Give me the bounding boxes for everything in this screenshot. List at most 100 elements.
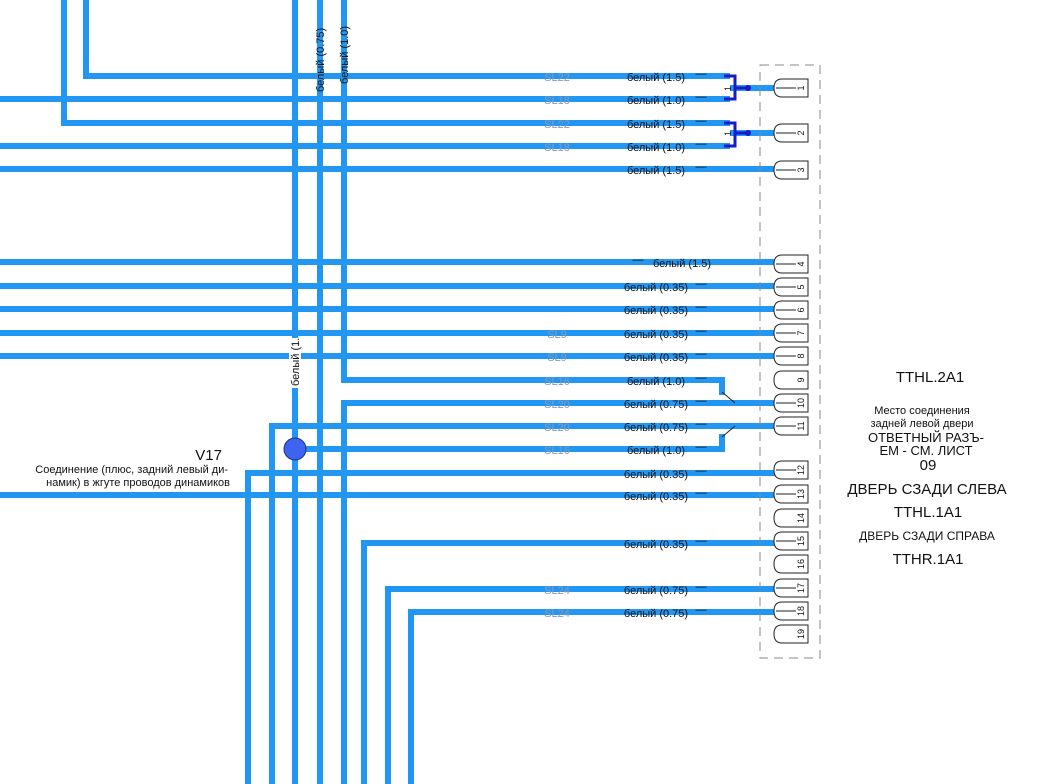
pin-number: 15 bbox=[796, 536, 806, 546]
pin-number: 18 bbox=[796, 606, 806, 616]
wire-label: белый (1.0) bbox=[627, 376, 685, 388]
pin-number: 12 bbox=[796, 465, 806, 475]
pin-number: 9 bbox=[796, 377, 806, 382]
pin-number: 14 bbox=[796, 513, 806, 523]
wire-sl-code: SL18 bbox=[544, 142, 570, 154]
pin-number: 6 bbox=[796, 307, 806, 312]
mate-reference[interactable]: ОТВЕТНЫЙ РАЗЪ- bbox=[868, 430, 984, 445]
splice-description: Соединение (плюс, задний левый ди- bbox=[35, 464, 228, 476]
wire-dash: — bbox=[696, 418, 707, 430]
wire-label: белый (0.75) bbox=[624, 422, 688, 434]
pin-number: 19 bbox=[796, 629, 806, 639]
wire-label: белый (0.35) bbox=[624, 282, 688, 294]
wire-dash: — bbox=[696, 91, 707, 103]
wire-label: белый (1.5) bbox=[627, 165, 685, 177]
bracket-node bbox=[745, 85, 751, 91]
wire-dash: — bbox=[696, 325, 707, 337]
vertical-wire-label: белый (1. bbox=[290, 338, 302, 386]
label-background bbox=[289, 338, 301, 388]
wire-label: белый (0.35) bbox=[624, 352, 688, 364]
pin-number: 5 bbox=[796, 284, 806, 289]
bracket-label: 1 bbox=[723, 131, 733, 136]
wire-sl-code: SL16 bbox=[544, 376, 570, 388]
wire-label: белый (1.5) bbox=[653, 258, 711, 270]
bracket-node bbox=[745, 130, 751, 136]
pin-number: 1 bbox=[796, 85, 806, 90]
wire-label-layer: белый (1.5) — SL22 белый (1.0) — SL18 белый (1… bbox=[544, 68, 733, 620]
wire-label: белый (0.75) bbox=[624, 608, 688, 620]
wire-sl-code: SL22 bbox=[544, 119, 570, 131]
wire-dash: — bbox=[633, 254, 644, 266]
wire-dash: — bbox=[696, 348, 707, 360]
wire-label: белый (1.0) bbox=[627, 445, 685, 457]
wire-crossover bbox=[721, 391, 736, 404]
wire-label: белый (0.35) bbox=[624, 305, 688, 317]
door-right-id: TTHR.1A1 bbox=[893, 551, 964, 568]
wire-dash: — bbox=[696, 278, 707, 290]
wire-label: белый (0.75) bbox=[624, 585, 688, 597]
wire-dash: — bbox=[696, 604, 707, 616]
wire-label: белый (0.35) bbox=[624, 539, 688, 551]
connector-pin-14 bbox=[773, 508, 809, 528]
wire-dash: — bbox=[696, 115, 707, 127]
wire-sl-code: SL22 bbox=[544, 72, 570, 84]
pin-number: 2 bbox=[796, 130, 806, 135]
wire-sl-code: SL9 bbox=[547, 352, 567, 364]
wire-dash: — bbox=[696, 68, 707, 80]
wire-label: белый (1.5) bbox=[627, 72, 685, 84]
mate-reference-sheet[interactable]: 09 bbox=[920, 457, 937, 474]
door-left-label: ДВЕРЬ СЗАДИ СЛЕВА bbox=[847, 481, 1006, 498]
wire-dash: — bbox=[696, 535, 707, 547]
wire-dash: — bbox=[696, 138, 707, 150]
door-left-id: TTHL.1A1 bbox=[894, 504, 962, 521]
wire-label: белый (1.0) bbox=[627, 142, 685, 154]
pin-number: 10 bbox=[796, 398, 806, 408]
wire-label: белый (1.5) bbox=[627, 119, 685, 131]
splice-description: намик) в жгуте проводов динамиков bbox=[46, 477, 230, 489]
wire-sl-code: SL18 bbox=[544, 95, 570, 107]
door-right-label: ДВЕРЬ СЗАДИ СПРАВА bbox=[859, 529, 995, 543]
pin-number: 13 bbox=[796, 489, 806, 499]
wire-dash: — bbox=[696, 161, 707, 173]
bracket-label: 1 bbox=[723, 86, 733, 91]
wire-label: белый (0.35) bbox=[624, 469, 688, 481]
wire-sl-code: SL24 bbox=[544, 608, 570, 620]
wire-sl-code: SL20 bbox=[544, 422, 570, 434]
pin-number: 16 bbox=[796, 559, 806, 569]
wire-sl-code: SL9 bbox=[547, 329, 567, 341]
splice-id: V17 bbox=[195, 447, 222, 464]
mate-reference[interactable]: ЕМ - СМ. ЛИСТ bbox=[879, 443, 972, 458]
wire-dash: — bbox=[696, 372, 707, 384]
wire-sl-code: SL20 bbox=[544, 399, 570, 411]
wire-dash: — bbox=[696, 301, 707, 313]
wire-dash: — bbox=[696, 465, 707, 477]
location-label: Место соединения bbox=[874, 405, 970, 417]
splice-point-v17[interactable] bbox=[283, 437, 307, 461]
wire-layer bbox=[0, 0, 778, 784]
wire-label: белый (1.0) bbox=[627, 95, 685, 107]
wire-dash: — bbox=[696, 395, 707, 407]
wire-label: белый (0.35) bbox=[624, 491, 688, 503]
wire-sl-code: SL16 bbox=[544, 445, 570, 457]
pin-number: 8 bbox=[796, 353, 806, 358]
pin-number: 17 bbox=[796, 583, 806, 593]
wire-dash: — bbox=[696, 441, 707, 453]
wire-label: белый (0.35) bbox=[624, 329, 688, 341]
wire-dash: — bbox=[696, 487, 707, 499]
wire-crossover bbox=[721, 425, 736, 438]
connector-outline bbox=[759, 64, 821, 659]
pin-number: 11 bbox=[796, 421, 806, 430]
connector-pin-16 bbox=[773, 554, 809, 574]
connector-pin-19 bbox=[773, 624, 809, 644]
pin-number: 4 bbox=[796, 261, 806, 266]
connector-id: TTHL.2A1 bbox=[896, 369, 964, 386]
vertical-wire-label: белый (1.0) bbox=[339, 26, 351, 84]
vertical-wire-label: белый (0.75) bbox=[315, 28, 327, 92]
connector-pin-9 bbox=[773, 370, 809, 390]
location-label: задней левой двери bbox=[870, 418, 973, 430]
wire-label: белый (0.75) bbox=[624, 399, 688, 411]
wire-sl-code: SL24 bbox=[544, 585, 570, 597]
pin-number: 3 bbox=[796, 167, 806, 172]
